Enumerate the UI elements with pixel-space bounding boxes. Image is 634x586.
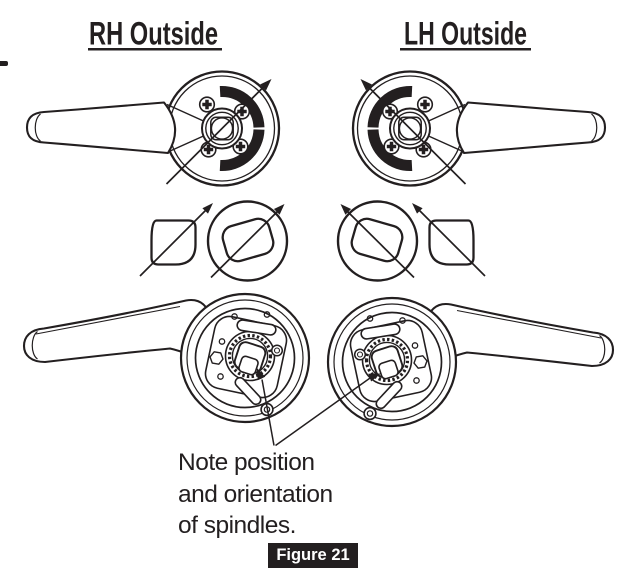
lh-heading: LH Outside	[404, 16, 527, 52]
lh-spindle-profiles	[336, 200, 487, 282]
note-line: Note position	[178, 449, 315, 476]
spindle-note: Note position and orientation of spindle…	[178, 447, 333, 542]
lh-lever-back-view	[326, 296, 615, 428]
note-line: of spindles.	[178, 512, 296, 540]
rh-heading: RH Outside	[89, 16, 218, 52]
callout-arrowhead	[256, 367, 266, 381]
callout-arrowhead	[368, 373, 381, 382]
rh-lever-outside-view	[27, 72, 279, 186]
note-line: and orientation	[178, 480, 333, 508]
figure-badge-label: Figure 21	[276, 546, 350, 564]
rh-spindle-profiles	[138, 200, 289, 282]
figure-badge: Figure 21	[268, 543, 358, 568]
lh-lever-outside-view	[353, 72, 605, 186]
spindle-callout-lines	[256, 367, 381, 447]
page-edge-dash	[0, 61, 8, 66]
